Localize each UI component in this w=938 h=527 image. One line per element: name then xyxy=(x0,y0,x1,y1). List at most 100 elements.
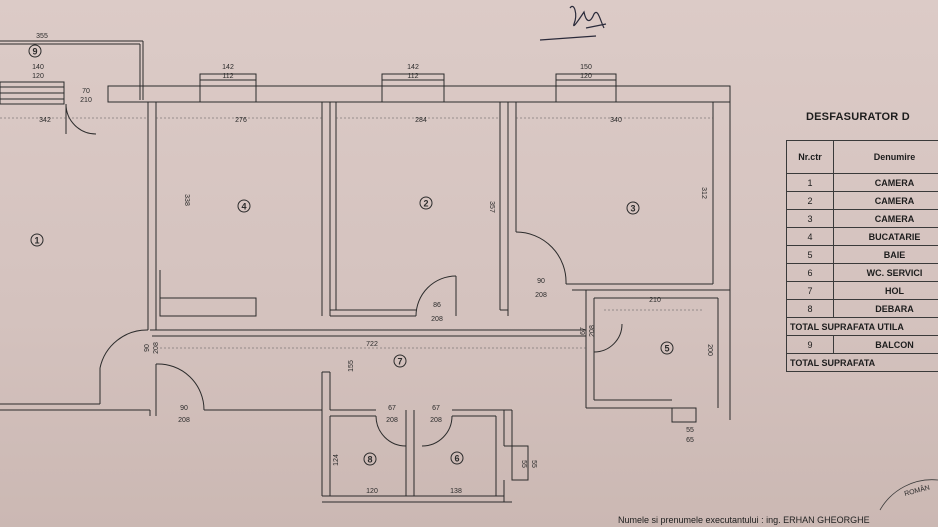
door-swing-room-2 xyxy=(415,275,457,317)
room-2-marker: 2 xyxy=(419,196,433,210)
dimension-labels: 355 140 120 70 210 342 142 112 276 338 1… xyxy=(32,33,713,495)
handwritten-signature xyxy=(539,5,607,41)
dim-window-1-width: 140 xyxy=(32,64,44,71)
room-4-marker: 4 xyxy=(237,199,251,213)
dim-room-5-width: 210 xyxy=(649,297,661,304)
room-7-marker: 7 xyxy=(393,354,407,368)
dim-balcony-length: 355 xyxy=(36,33,48,40)
table-title: DESFASURATOR D xyxy=(806,111,910,123)
dim-room-2-height: 357 xyxy=(488,201,495,213)
dim-hall-height: 155 xyxy=(348,360,355,372)
dim-hall-width: 722 xyxy=(366,341,378,348)
door-swing-entrance xyxy=(99,329,149,369)
balcony-outline xyxy=(0,40,144,100)
dim-room-2-width: 284 xyxy=(415,117,427,124)
right-exterior-wall xyxy=(712,86,731,420)
dim-door-8-height: 208 xyxy=(386,417,398,424)
room-3-marker: 3 xyxy=(626,201,640,215)
stamp-mark: ROMÂN xyxy=(879,479,938,511)
dim-door-2-height: 208 xyxy=(431,316,443,323)
dim-entrance-height: 208 xyxy=(153,342,160,354)
svg-text:6: 6 xyxy=(454,454,459,464)
top-exterior-wall xyxy=(107,85,731,103)
table-total-row: TOTAL SUPRAFATA xyxy=(786,353,938,372)
header-name: Denumire xyxy=(833,140,938,174)
dim-room-5-height: 200 xyxy=(706,344,713,356)
svg-text:9: 9 xyxy=(32,47,37,57)
dim-window-4-height: 112 xyxy=(222,73,233,80)
dim-window-3-width: 150 xyxy=(580,64,592,71)
door-swing-balcony xyxy=(65,103,97,135)
dim-window-1-height: 120 xyxy=(32,73,44,80)
dim-vent2-b: 65 xyxy=(686,437,694,444)
svg-text:1: 1 xyxy=(34,236,39,246)
room-1-walls xyxy=(0,101,157,411)
room-1-marker: 1 xyxy=(30,233,44,247)
window-room-2 xyxy=(381,73,445,103)
room-8-marker: 8 xyxy=(363,452,377,466)
svg-text:2: 2 xyxy=(423,199,428,209)
dim-room-1-width: 342 xyxy=(39,117,51,124)
door-swing-room-6 xyxy=(421,415,453,447)
window-room-3 xyxy=(555,73,617,103)
door-swing-room-3 xyxy=(515,231,567,285)
dim-balcony-door-width: 70 xyxy=(82,88,90,95)
room-5-marker: 5 xyxy=(660,341,674,355)
dim-room-4-height: 338 xyxy=(183,194,190,206)
executor-footer: Numele si prenumele executantului : ing.… xyxy=(618,515,870,525)
dim-vent-b: 55 xyxy=(530,460,537,468)
door-swing-room-8 xyxy=(375,415,407,447)
room-markers: 1 2 3 4 5 6 7 8 9 xyxy=(28,44,674,466)
dim-balcony-door-height: 210 xyxy=(80,97,92,104)
dim-door-3-height: 208 xyxy=(535,292,547,299)
table-header-row: Nr.ctr Denumire xyxy=(786,140,938,174)
dim-vent-a: 55 xyxy=(520,460,527,468)
room-5-walls xyxy=(585,290,718,423)
dim-window-2-height: 112 xyxy=(407,73,418,80)
svg-text:3: 3 xyxy=(630,204,635,214)
hall-walls xyxy=(106,329,586,496)
dim-window-2-width: 142 xyxy=(407,64,419,71)
room-9-marker: 9 xyxy=(28,44,42,58)
table-total-useful-row: TOTAL SUPRAFATA UTILA xyxy=(786,317,938,336)
dim-room-3-height: 312 xyxy=(700,187,707,199)
dim-entrance-width: 90 xyxy=(144,344,151,352)
dim-room-8-height: 124 xyxy=(333,454,340,466)
service-rooms-walls xyxy=(322,409,529,503)
dim-window-4-width: 142 xyxy=(222,64,234,71)
dim-room-6-width: 138 xyxy=(450,488,462,495)
room-3-walls xyxy=(515,102,730,291)
dim-door-6-width: 67 xyxy=(432,405,440,412)
dim-door-5-height: 208 xyxy=(589,325,596,337)
dim-vent2-a: 55 xyxy=(686,427,694,434)
dim-door-5-width: 67 xyxy=(580,327,587,335)
window-room-1 xyxy=(0,81,65,105)
header-nr: Nr.ctr xyxy=(786,140,834,174)
window-room-4 xyxy=(199,73,257,103)
door-swing-room-5 xyxy=(593,323,623,353)
dim-door-2-width: 86 xyxy=(433,302,441,309)
dim-door-3-width: 90 xyxy=(537,278,545,285)
room-6-marker: 6 xyxy=(450,451,464,465)
dim-door-8-width: 67 xyxy=(388,405,396,412)
dim-door-6-height: 208 xyxy=(430,417,442,424)
dim-window-3-height: 120 xyxy=(580,73,592,80)
dim-room-8-width: 120 xyxy=(366,488,378,495)
dim-door-1-height: 208 xyxy=(178,417,190,424)
door-swing-room-1 xyxy=(155,363,205,411)
dim-room-3-width: 340 xyxy=(610,117,622,124)
svg-text:4: 4 xyxy=(241,202,246,212)
dim-door-1-width: 90 xyxy=(180,405,188,412)
